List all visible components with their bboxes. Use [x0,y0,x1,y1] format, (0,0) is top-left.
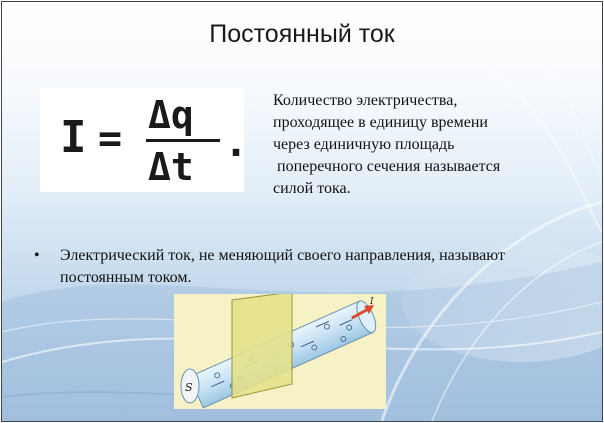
definition-line: Количество электричества, [273,92,458,109]
fraction-bar [146,139,220,142]
definition-line: через единичную площадь [273,136,455,153]
definition-line: силой тока. [273,180,351,197]
cross-section-plane [231,294,293,399]
current-label: I [369,297,374,307]
slide-title: Постоянный ток [209,20,395,48]
definition-text: Количество электричества, проходящее в е… [273,90,573,200]
definition-line: поперечного сечения называется [273,158,501,175]
current-diagram: S I [174,294,386,409]
section-ellipse [180,368,200,404]
formula-lhs: I [60,112,87,163]
formula-numerator: Δq [148,93,194,137]
current-formula: I = Δq Δt . [60,93,244,189]
formula-box: I = Δq Δt . [40,88,244,192]
formula-dot: . [224,120,244,166]
current-arrowhead [364,305,374,314]
bullet-text: Электрический ток, не меняющий своего на… [60,247,506,286]
area-label: S [185,381,193,394]
formula-equals: = [98,116,122,162]
definition-line: проходящее в единицу времени [273,114,488,131]
conductor-end [356,300,377,333]
conductor-illustration: S I [180,294,377,409]
bullet-symbol: • [34,247,40,264]
formula-denominator: Δt [148,145,194,189]
